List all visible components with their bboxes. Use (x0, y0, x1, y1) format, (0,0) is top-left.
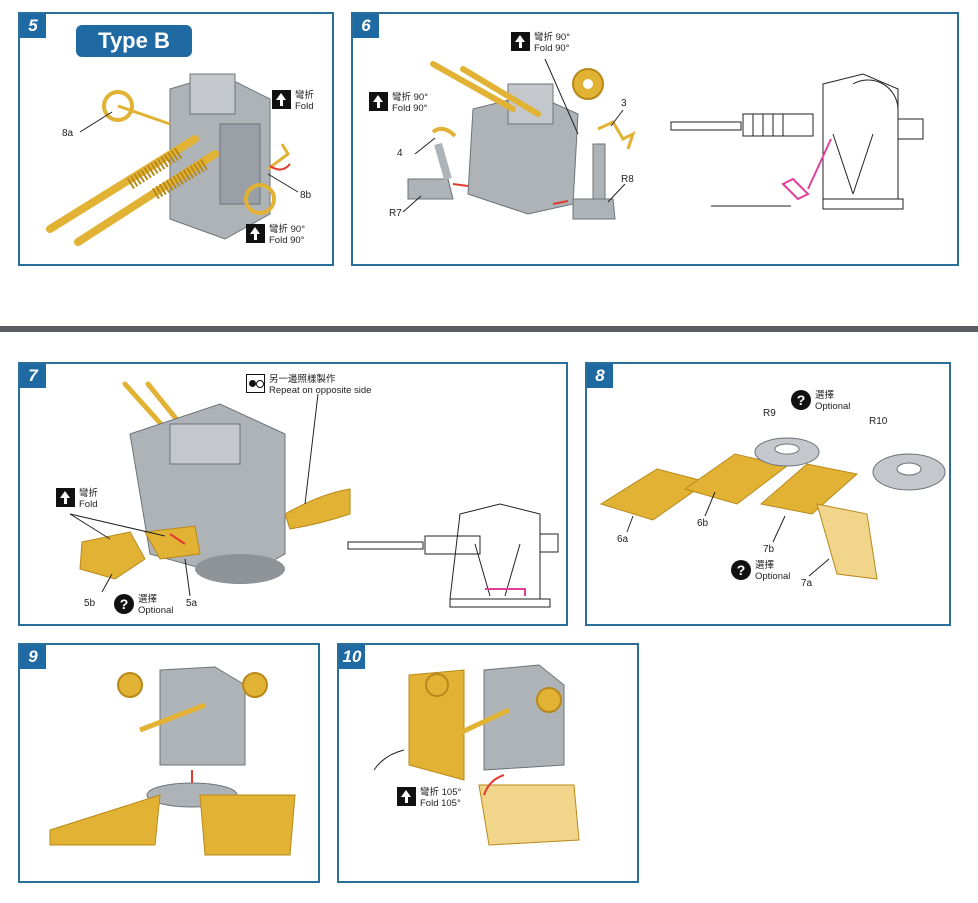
step-8-parts-illustration (599, 437, 946, 580)
part-label-6b: 6b (697, 518, 709, 529)
part-label-R7: R7 (389, 208, 402, 219)
question-icon: ? (114, 594, 134, 614)
step-9-assembly-illustration (49, 666, 296, 856)
step-6-gun-illustration (402, 58, 924, 220)
part-label-8b: 8b (300, 190, 312, 201)
type-b-badge: Type B (76, 25, 192, 57)
part-label-5b: 5b (84, 598, 96, 609)
step-10-panel: 10 彎折 105°Fold 105° (337, 643, 639, 883)
step-8-number: 8 (587, 364, 613, 388)
part-label-3: 3 (621, 98, 627, 109)
step-6-fold90-top-callout: 彎折 90°Fold 90° (511, 32, 570, 54)
step-10-number: 10 (339, 645, 365, 669)
step-6-number: 6 (353, 14, 379, 38)
part-label-4: 4 (397, 148, 403, 159)
fold-icon (397, 787, 416, 806)
fold-icon (511, 32, 530, 51)
step-9-panel: 9 (18, 643, 320, 883)
step-9-number: 9 (20, 645, 46, 669)
step-6-panel: 6 (351, 12, 959, 266)
step-6-fold90-left-callout: 彎折 90°Fold 90° (369, 92, 428, 114)
step-7-gun-illustration (69, 381, 559, 608)
step-7-number: 7 (20, 364, 46, 388)
step-5-gun-illustration (46, 73, 299, 246)
step-10-fold105-callout: 彎折 105°Fold 105° (397, 787, 461, 809)
question-icon: ? (731, 560, 751, 580)
part-label-6a: 6a (617, 534, 629, 545)
repeat-icon (246, 374, 265, 393)
question-icon: ? (791, 390, 811, 410)
part-label-7a: 7a (801, 578, 813, 589)
fold-icon (272, 90, 291, 109)
part-label-5a: 5a (186, 598, 198, 609)
part-label-R10: R10 (869, 416, 888, 427)
section-divider (0, 326, 978, 332)
part-label-R8: R8 (621, 174, 634, 185)
part-label-7b: 7b (763, 544, 775, 555)
step-5-fold90-callout: 彎折 90°Fold 90° (246, 224, 305, 246)
step-5-number: 5 (20, 14, 46, 38)
part-label-8a: 8a (62, 128, 74, 139)
fold-icon (56, 488, 75, 507)
step-10-assembly-illustration (373, 664, 580, 846)
part-label-R9: R9 (763, 408, 776, 419)
fold-icon (246, 224, 265, 243)
fold-icon (369, 92, 388, 111)
